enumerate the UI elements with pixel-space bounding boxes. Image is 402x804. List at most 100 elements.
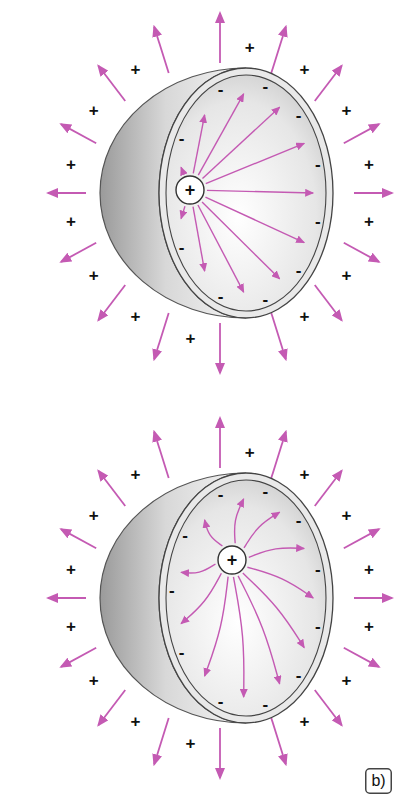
shell-rim: [159, 473, 333, 723]
field-line: [181, 167, 184, 174]
field-line: [181, 564, 215, 573]
field-line: [219, 418, 221, 468]
field-line: [98, 690, 125, 725]
negative-charge-sign: -: [296, 667, 302, 684]
positive-charge-sign: +: [131, 308, 141, 325]
conducting-sphere: [48, 418, 392, 778]
positive-charge-sign: +: [299, 713, 309, 730]
field-line: [98, 66, 125, 101]
negative-charge-sign: -: [169, 582, 175, 599]
node-text: b): [371, 773, 385, 789]
field-line: [315, 471, 342, 506]
field-line: [344, 243, 379, 262]
negative-charge-sign: -: [315, 213, 321, 230]
negative-charge-sign: -: [218, 288, 224, 305]
field-line: [48, 597, 86, 599]
positive-charge-sign: +: [245, 39, 255, 56]
positive-charge-sign: +: [245, 444, 255, 461]
cavity-face: [166, 480, 326, 716]
field-line: [202, 202, 280, 279]
field-line: [344, 529, 379, 548]
negative-charge-sign: -: [296, 107, 302, 124]
field-line: [154, 432, 169, 478]
positive-charge-sign: +: [89, 102, 99, 119]
field-line: [354, 192, 392, 194]
field-line: [249, 548, 304, 557]
field-line: [271, 27, 286, 73]
negative-charge-sign: -: [262, 696, 268, 713]
positive-charge-sign: +: [299, 61, 309, 78]
node-text: +: [185, 181, 196, 199]
point-charge: +: [217, 545, 247, 575]
positive-charge-sign: +: [66, 156, 76, 173]
field-line: [205, 520, 223, 546]
field-line: [244, 512, 280, 548]
field-line: [247, 567, 313, 598]
field-line: [271, 313, 286, 359]
positive-charge-sign: +: [89, 672, 99, 689]
positive-charge-sign: +: [66, 561, 76, 578]
figure-tag: b): [365, 768, 392, 794]
field-line: [233, 577, 243, 697]
field-line: [219, 728, 221, 778]
positive-charge-sign: +: [364, 618, 374, 635]
field-line: [198, 94, 243, 175]
positive-charge-sign: +: [185, 330, 195, 347]
field-line: [61, 648, 96, 667]
field-line: [181, 573, 221, 623]
field-line: [154, 27, 169, 73]
negative-charge-sign: -: [315, 561, 321, 578]
field-line: [219, 323, 221, 373]
field-line: [154, 718, 169, 764]
field-line: [219, 13, 221, 63]
field-line: [235, 499, 244, 543]
negative-charge-sign: -: [179, 239, 185, 256]
conducting-sphere: [48, 13, 392, 373]
field-line: [315, 285, 342, 320]
negative-charge-sign: -: [182, 527, 188, 544]
negative-charge-sign: -: [296, 512, 302, 529]
field-line: [271, 718, 286, 764]
positive-charge-sign: +: [131, 466, 141, 483]
field-line: [315, 66, 342, 101]
positive-charge-sign: +: [131, 61, 141, 78]
negative-charge-sign: -: [262, 483, 268, 500]
positive-charge-sign: +: [364, 213, 374, 230]
negative-charge-sign: -: [296, 262, 302, 279]
field-line: [205, 577, 228, 677]
field-line: [198, 205, 244, 292]
negative-charge-sign: -: [262, 291, 268, 308]
field-line: [61, 124, 96, 143]
positive-charge-sign: +: [364, 156, 374, 173]
positive-charge-sign: +: [341, 102, 351, 119]
positive-charge-sign: +: [299, 308, 309, 325]
field-line: [206, 143, 304, 183]
field-line: [98, 471, 125, 506]
field-line: [344, 648, 379, 667]
positive-charge-sign: +: [341, 507, 351, 524]
field-line: [243, 573, 304, 647]
positive-charge-sign: +: [89, 507, 99, 524]
negative-charge-sign: -: [315, 618, 321, 635]
negative-charge-sign: -: [179, 644, 185, 661]
field-line: [271, 432, 286, 478]
field-line: [98, 285, 125, 320]
field-line: [154, 313, 169, 359]
negative-charge-sign: -: [218, 486, 224, 503]
negative-charge-sign: -: [218, 81, 224, 98]
positive-charge-sign: +: [66, 618, 76, 635]
field-line: [48, 192, 86, 194]
node-text: +: [227, 551, 238, 569]
point-charge: +: [175, 175, 205, 205]
positive-charge-sign: +: [364, 561, 374, 578]
negative-charge-sign: -: [262, 78, 268, 95]
positive-charge-sign: +: [89, 267, 99, 284]
field-line: [193, 207, 205, 271]
positive-charge-sign: +: [131, 713, 141, 730]
field-line: [344, 124, 379, 143]
positive-charge-sign: +: [341, 672, 351, 689]
field-line: [354, 597, 392, 599]
negative-charge-sign: -: [179, 130, 185, 147]
positive-charge-sign: +: [185, 735, 195, 752]
field-line: [61, 529, 96, 548]
